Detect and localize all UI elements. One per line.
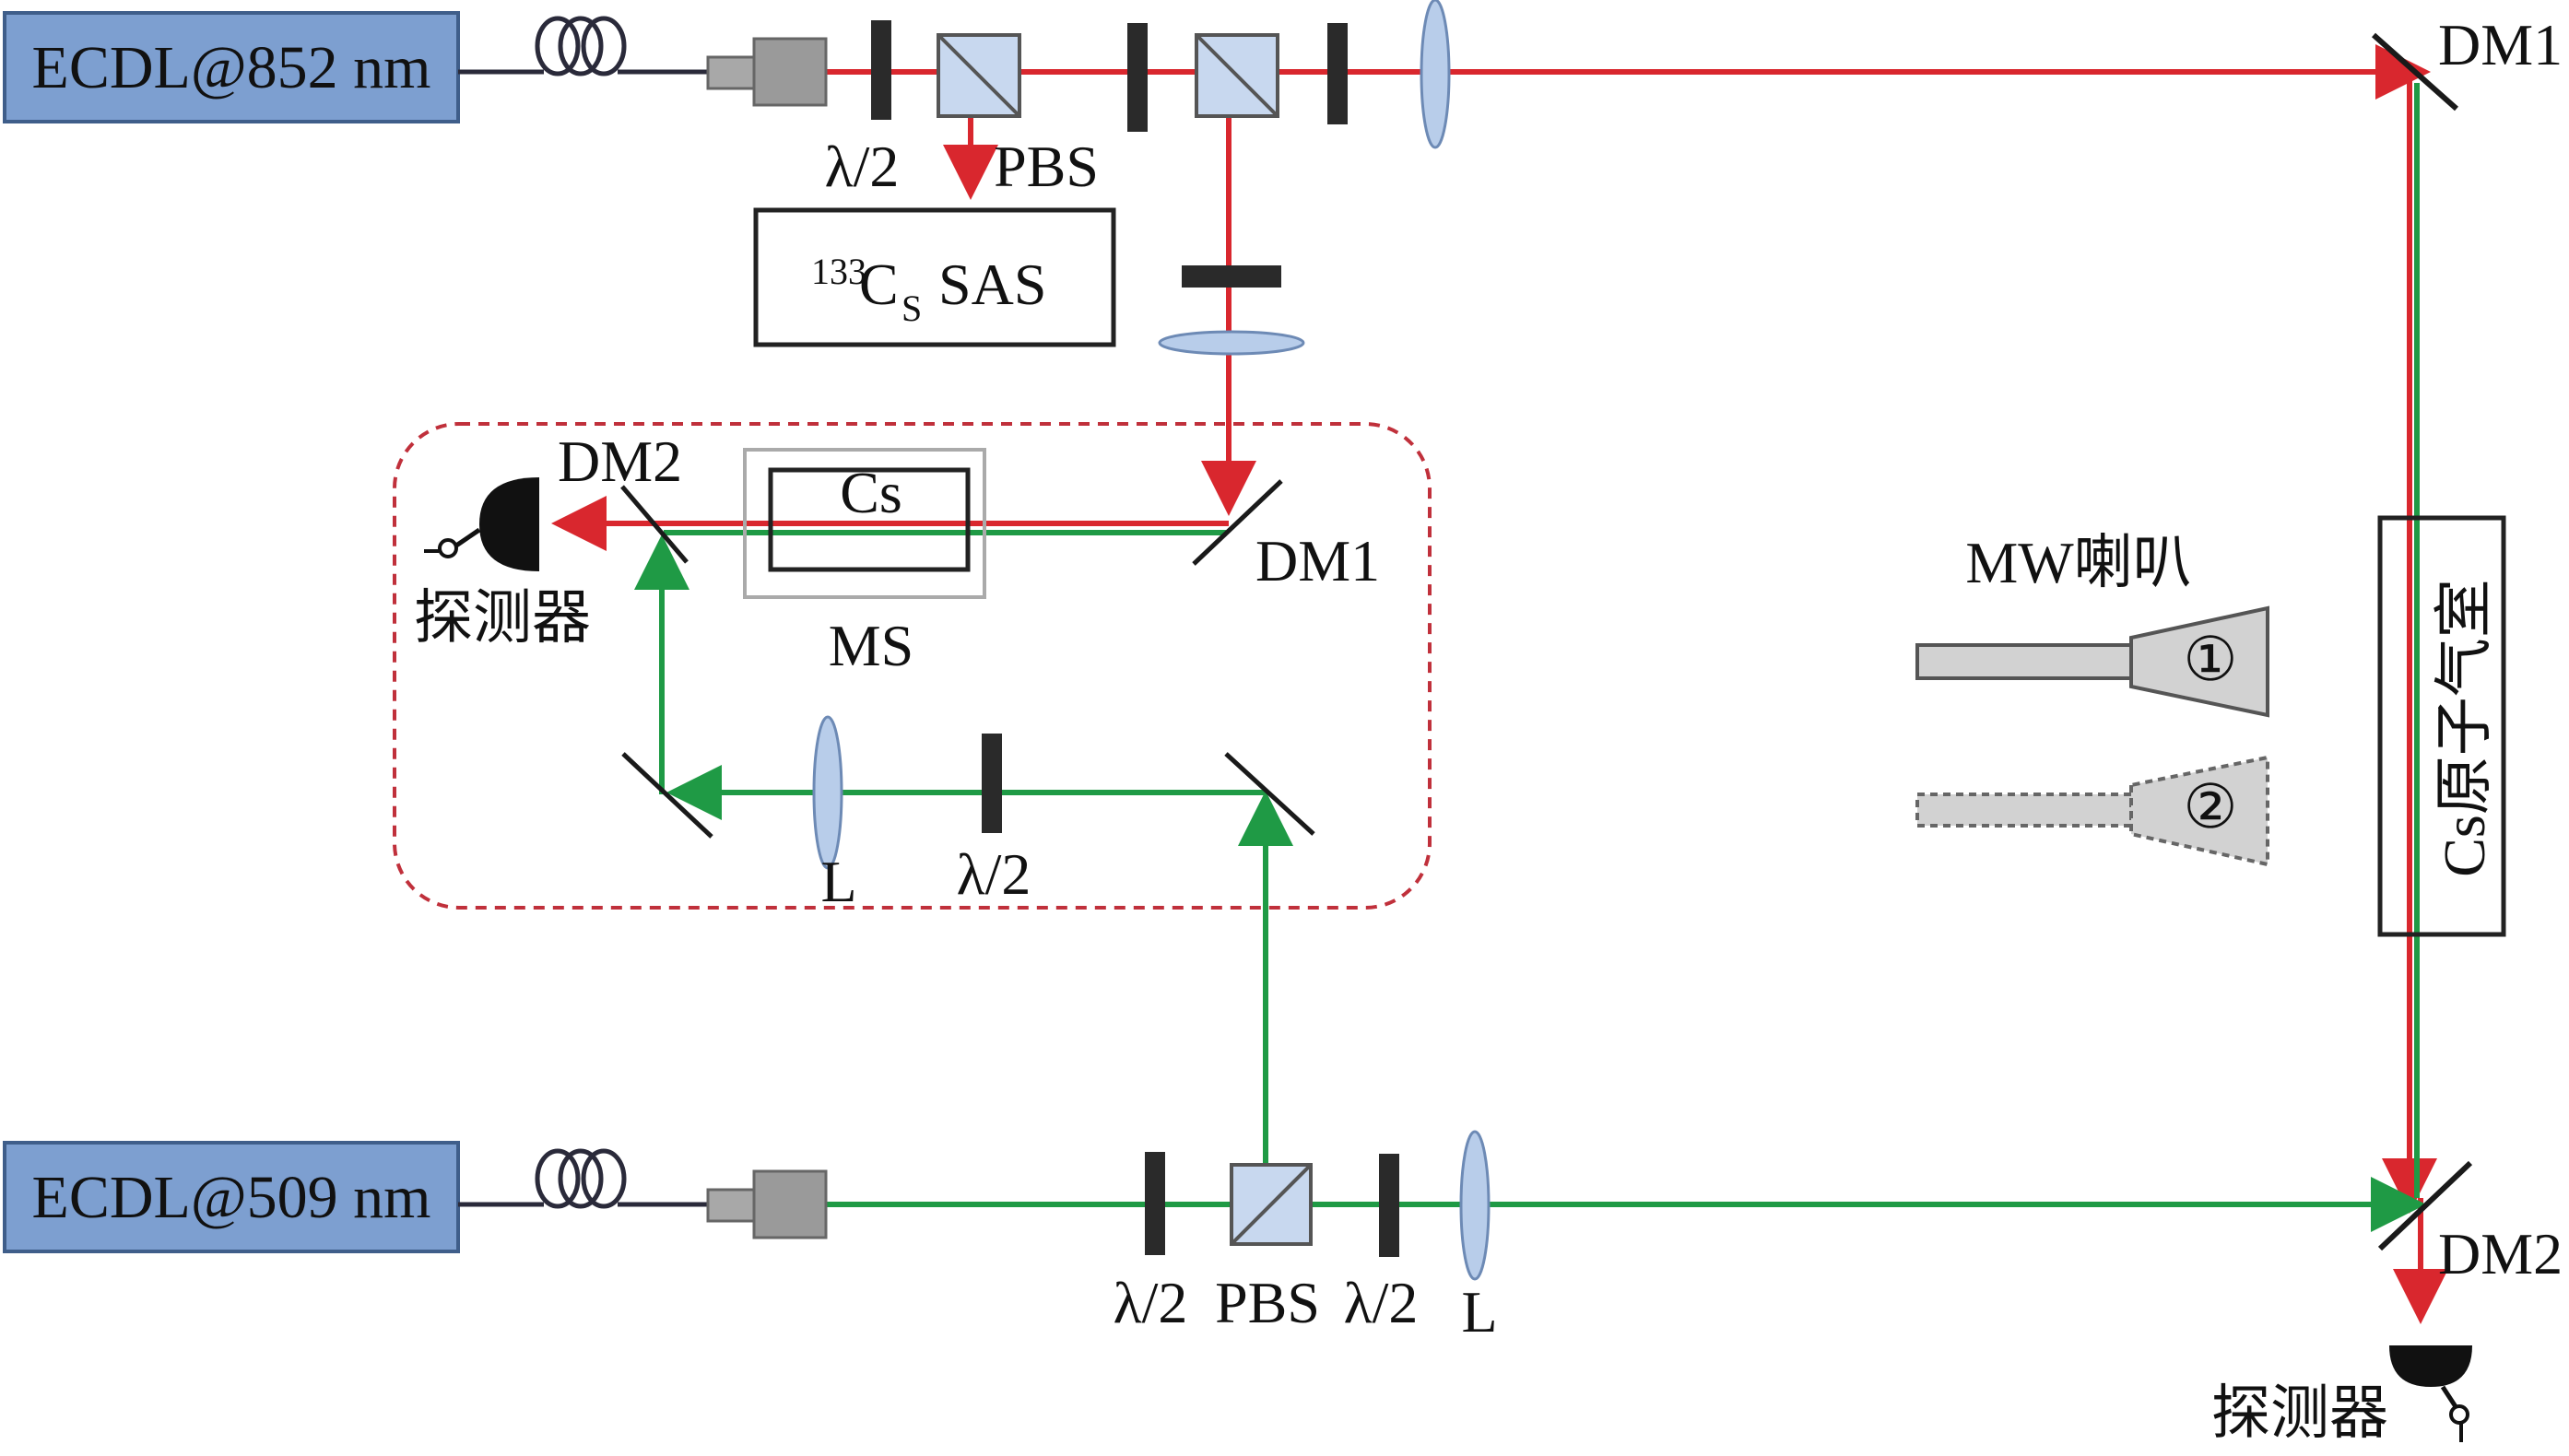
lens-bottom-label: L: [1461, 1279, 1497, 1344]
pbs-top: [937, 33, 1021, 118]
detector-left: [424, 477, 539, 571]
wave-plate-vertical: [1182, 265, 1281, 288]
sas-mass-number: 133: [811, 251, 866, 292]
detector-right-label: 探测器: [2211, 1380, 2388, 1446]
lens-inner: [812, 715, 843, 870]
mw-horn-label: MW喇叭: [1965, 530, 2191, 595]
half-wave-plate-inner: [982, 734, 1002, 833]
sas-box: 133 C S SAS: [753, 207, 1116, 347]
lens-inner-label: L: [820, 849, 856, 914]
dm2-right-label: DM2: [2438, 1221, 2563, 1286]
fiber-top: [458, 16, 710, 76]
laser-509-box: [3, 1141, 460, 1253]
cs-vapor-cell-label: Cs原子气室: [2432, 579, 2497, 877]
dm2-mirror-bottom: [2377, 1160, 2473, 1251]
mirror-inner-left: [621, 752, 713, 839]
fiber-bottom: [458, 1148, 710, 1209]
laser-852: ECDL@852 nm: [3, 11, 460, 123]
wave-plate-top-3: [1327, 23, 1348, 124]
dm1-right-label: DM1: [2438, 12, 2563, 77]
sas-subscript: S: [902, 288, 922, 329]
cs-cell-label: Cs: [840, 460, 902, 525]
fiber-coupler-bottom: [706, 1169, 828, 1239]
horn-1-number: ①: [2183, 627, 2237, 694]
lens-vertical: [1158, 330, 1305, 356]
dm1-inner-label: DM1: [1255, 528, 1380, 593]
mw-horn-2: ②: [1915, 755, 2269, 867]
cs-cell: Cs: [743, 448, 986, 599]
cs-vapor-cell: Cs原子气室: [2377, 515, 2506, 937]
laser-509-label: ECDL@509 nm: [32, 1164, 431, 1231]
sas-element: C: [859, 252, 899, 317]
mw-horn-1: ①: [1915, 605, 2269, 718]
half-wave-plate-bottom-1: [1145, 1152, 1165, 1255]
dm1-mirror-inner: [1192, 479, 1283, 566]
pbs-top-label: PBS: [994, 134, 1099, 199]
detector-left-label: 探测器: [414, 585, 591, 651]
horn-2-number: ②: [2183, 774, 2237, 841]
half-wave-plate-top: [871, 20, 891, 120]
fiber-coupler-top: [706, 37, 828, 107]
pbs-bottom-label: PBS: [1215, 1270, 1320, 1335]
red-beam: [551, 44, 2448, 1324]
half-wave-inner-label: λ/2: [957, 841, 1031, 907]
laser-509: ECDL@509 nm: [3, 1141, 460, 1253]
dm2-mirror-inner: [620, 485, 689, 564]
laser-852-label: ECDL@852 nm: [32, 34, 431, 101]
half-wave-plate-bottom-2: [1379, 1154, 1399, 1257]
detector-right: [2389, 1345, 2472, 1442]
green-beam: [634, 83, 2426, 1232]
pbs-top-2: [1195, 33, 1279, 118]
dm2-left-label: DM2: [558, 429, 682, 494]
dm1-mirror-top: [2372, 32, 2458, 112]
half-wave-bottom-1-label: λ/2: [1114, 1270, 1188, 1335]
lens-bottom: [1459, 1130, 1491, 1281]
pbs-bottom: [1230, 1163, 1313, 1246]
ms-label: MS: [829, 613, 914, 678]
half-wave-top-label: λ/2: [825, 134, 900, 199]
dashed-enclosure: [393, 422, 1432, 910]
lens-top: [1420, 0, 1451, 149]
laser-852-box: [3, 11, 460, 123]
sas-text: SAS: [938, 252, 1046, 317]
half-wave-bottom-2-label: λ/2: [1344, 1270, 1419, 1335]
wave-plate-top-2: [1127, 23, 1148, 132]
mirror-inner-right: [1224, 752, 1315, 836]
